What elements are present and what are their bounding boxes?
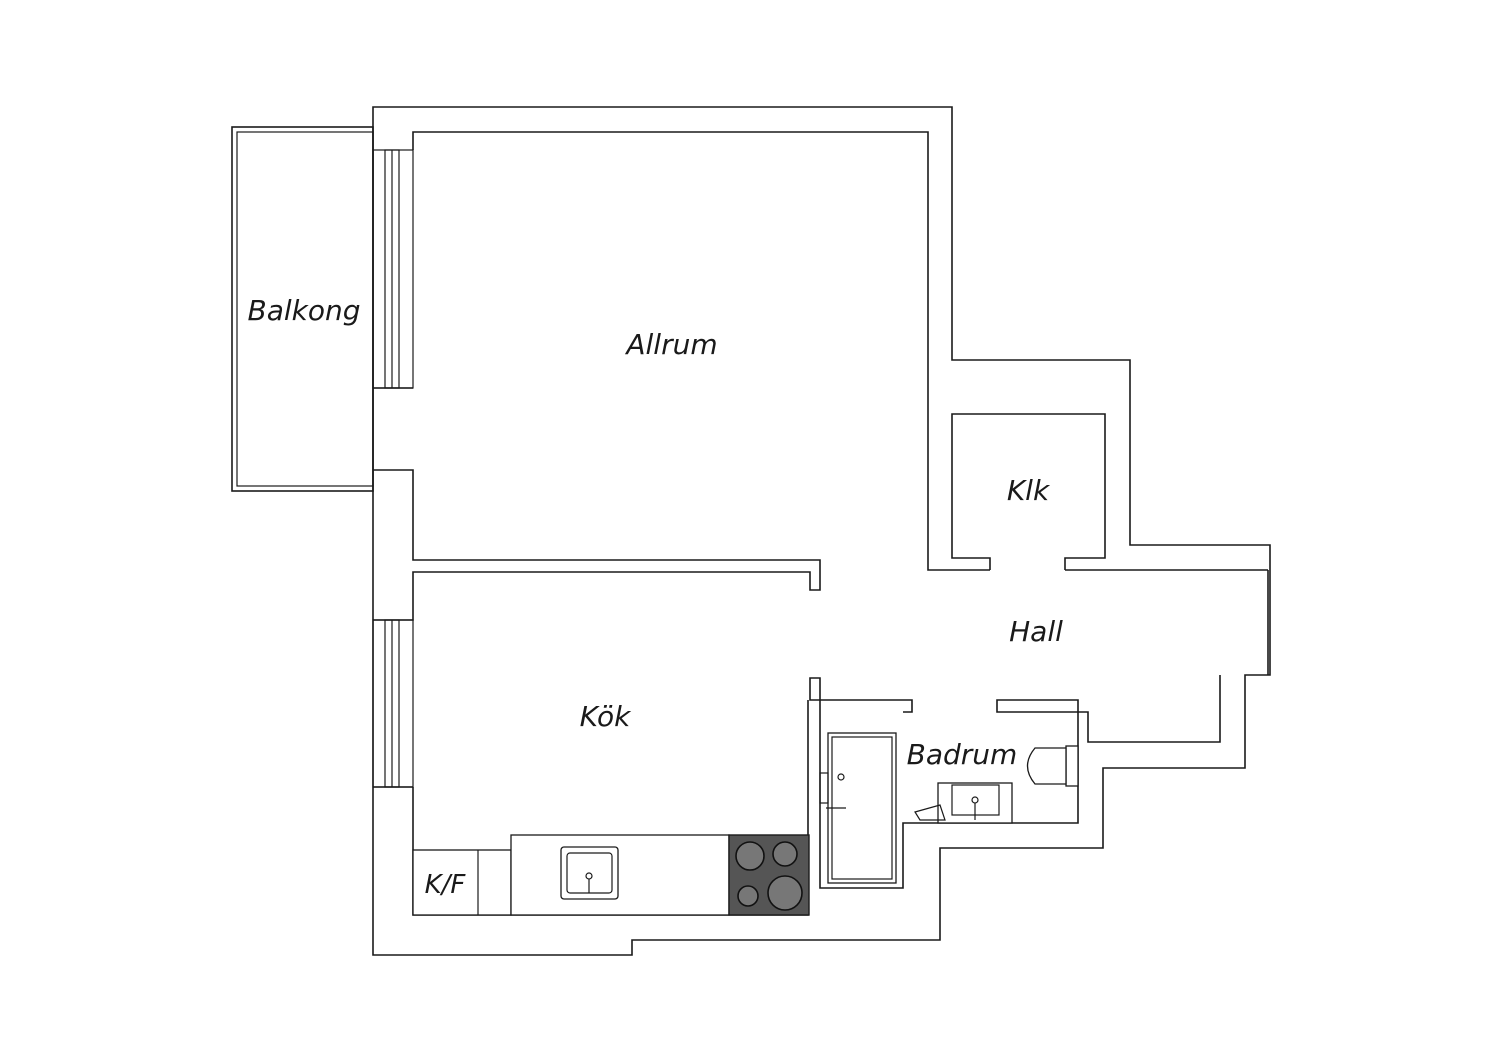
kitchen-counter — [412, 834, 730, 916]
window-allrum — [372, 149, 414, 389]
label-allrum: Allrum — [624, 328, 717, 361]
stove-icon — [728, 834, 810, 916]
label-klk: Klk — [1007, 474, 1051, 507]
label-badrum: Badrum — [907, 738, 1018, 771]
label-kf: K/F — [425, 870, 467, 900]
label-kok: Kök — [580, 700, 632, 733]
label-balkong: Balkong — [247, 294, 360, 327]
label-hall: Hall — [1009, 615, 1063, 648]
toilet-icon — [1026, 745, 1079, 787]
allrum-west-wall-lower — [373, 387, 821, 621]
bathtub-icon — [819, 732, 897, 884]
klk-closet-wall — [951, 413, 1106, 570]
window-kok — [372, 619, 414, 788]
allrum-inner-wall — [412, 131, 990, 571]
hall-inner-wall — [809, 569, 1269, 889]
outer-wall — [372, 106, 1271, 956]
bathroom-sink-icon — [914, 782, 1013, 824]
